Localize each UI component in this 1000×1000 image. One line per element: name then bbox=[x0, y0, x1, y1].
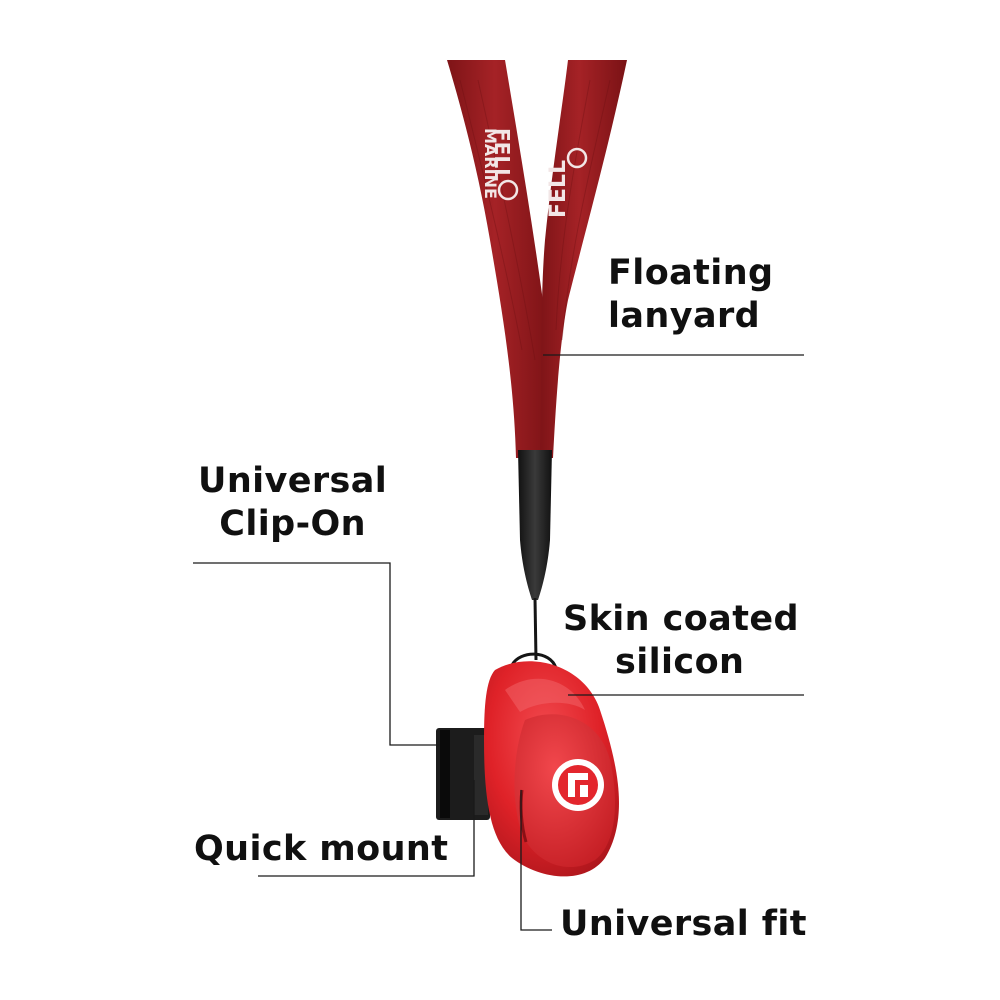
leader-quick-mount bbox=[258, 780, 475, 877]
callout-floating-lanyard: Floating lanyard bbox=[608, 252, 773, 338]
fell-logo-icon bbox=[552, 759, 604, 811]
callout-floating-lanyard-line2: lanyard bbox=[608, 296, 761, 336]
lanyard-print-fell-1: FELL bbox=[490, 128, 514, 181]
lanyard-right-band bbox=[540, 60, 627, 458]
callout-universal-clip-on-line1: Universal bbox=[198, 461, 388, 501]
callout-floating-lanyard-line1: Floating bbox=[608, 253, 774, 293]
lanyard-left-band bbox=[447, 60, 553, 458]
leader-universal-clip-on bbox=[193, 562, 440, 746]
callout-quick-mount: Quick mount bbox=[194, 829, 449, 869]
leader-lines bbox=[193, 354, 804, 931]
lanyard-print-marine: MARINE bbox=[481, 128, 500, 199]
cord-loop bbox=[510, 652, 558, 669]
cord-sleeve bbox=[518, 450, 552, 600]
callout-universal-fit: Universal fit bbox=[560, 904, 806, 944]
callout-skin-coated-silicon-line1: Skin coated bbox=[563, 599, 799, 639]
callout-skin-coated-silicon-line2: silicon bbox=[615, 642, 745, 682]
callout-universal-clip-on: Universal Clip-On bbox=[198, 460, 387, 546]
callout-universal-clip-on-line2: Clip-On bbox=[219, 504, 366, 544]
callout-skin-coated-silicon: Skin coated silicon bbox=[563, 598, 799, 684]
lanyard-print-logo-icon bbox=[497, 179, 519, 201]
leader-universal-fit bbox=[520, 790, 552, 931]
cord-wire bbox=[533, 597, 538, 661]
lanyard-print: FELL MARINE FELL bbox=[481, 128, 571, 218]
lanyard-print-fell-2: FELL bbox=[546, 160, 571, 218]
lanyard-print-logo-icon-2 bbox=[566, 147, 588, 169]
